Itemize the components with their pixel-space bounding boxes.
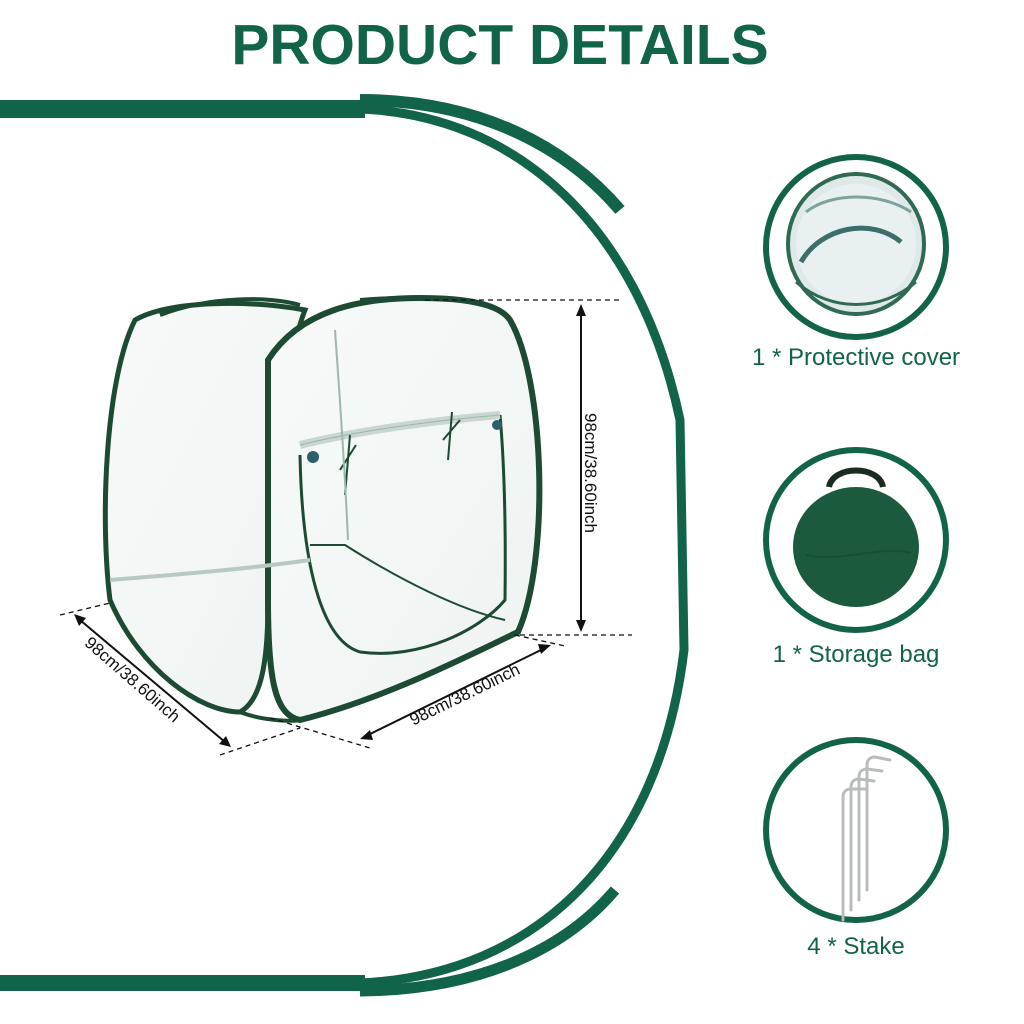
accessory-stakes: 4 * Stake [740, 735, 980, 965]
accessory-label: 1 * Storage bag [772, 641, 940, 668]
accessory-storage-bag: 1 * Storage bag [740, 440, 980, 670]
accessory-protective-cover: 1 * Protective cover [740, 150, 980, 380]
accessory-label: 4 * Stake [807, 933, 905, 960]
page-title: PRODUCT DETAILS [231, 13, 769, 77]
height-dimension-label: 98cm/38.60inch [581, 412, 601, 534]
storage-bag-icon [763, 447, 949, 633]
stakes-icon [763, 737, 949, 923]
accessory-label: 1 * Protective cover [751, 344, 961, 371]
folded-cover-icon [763, 154, 949, 340]
